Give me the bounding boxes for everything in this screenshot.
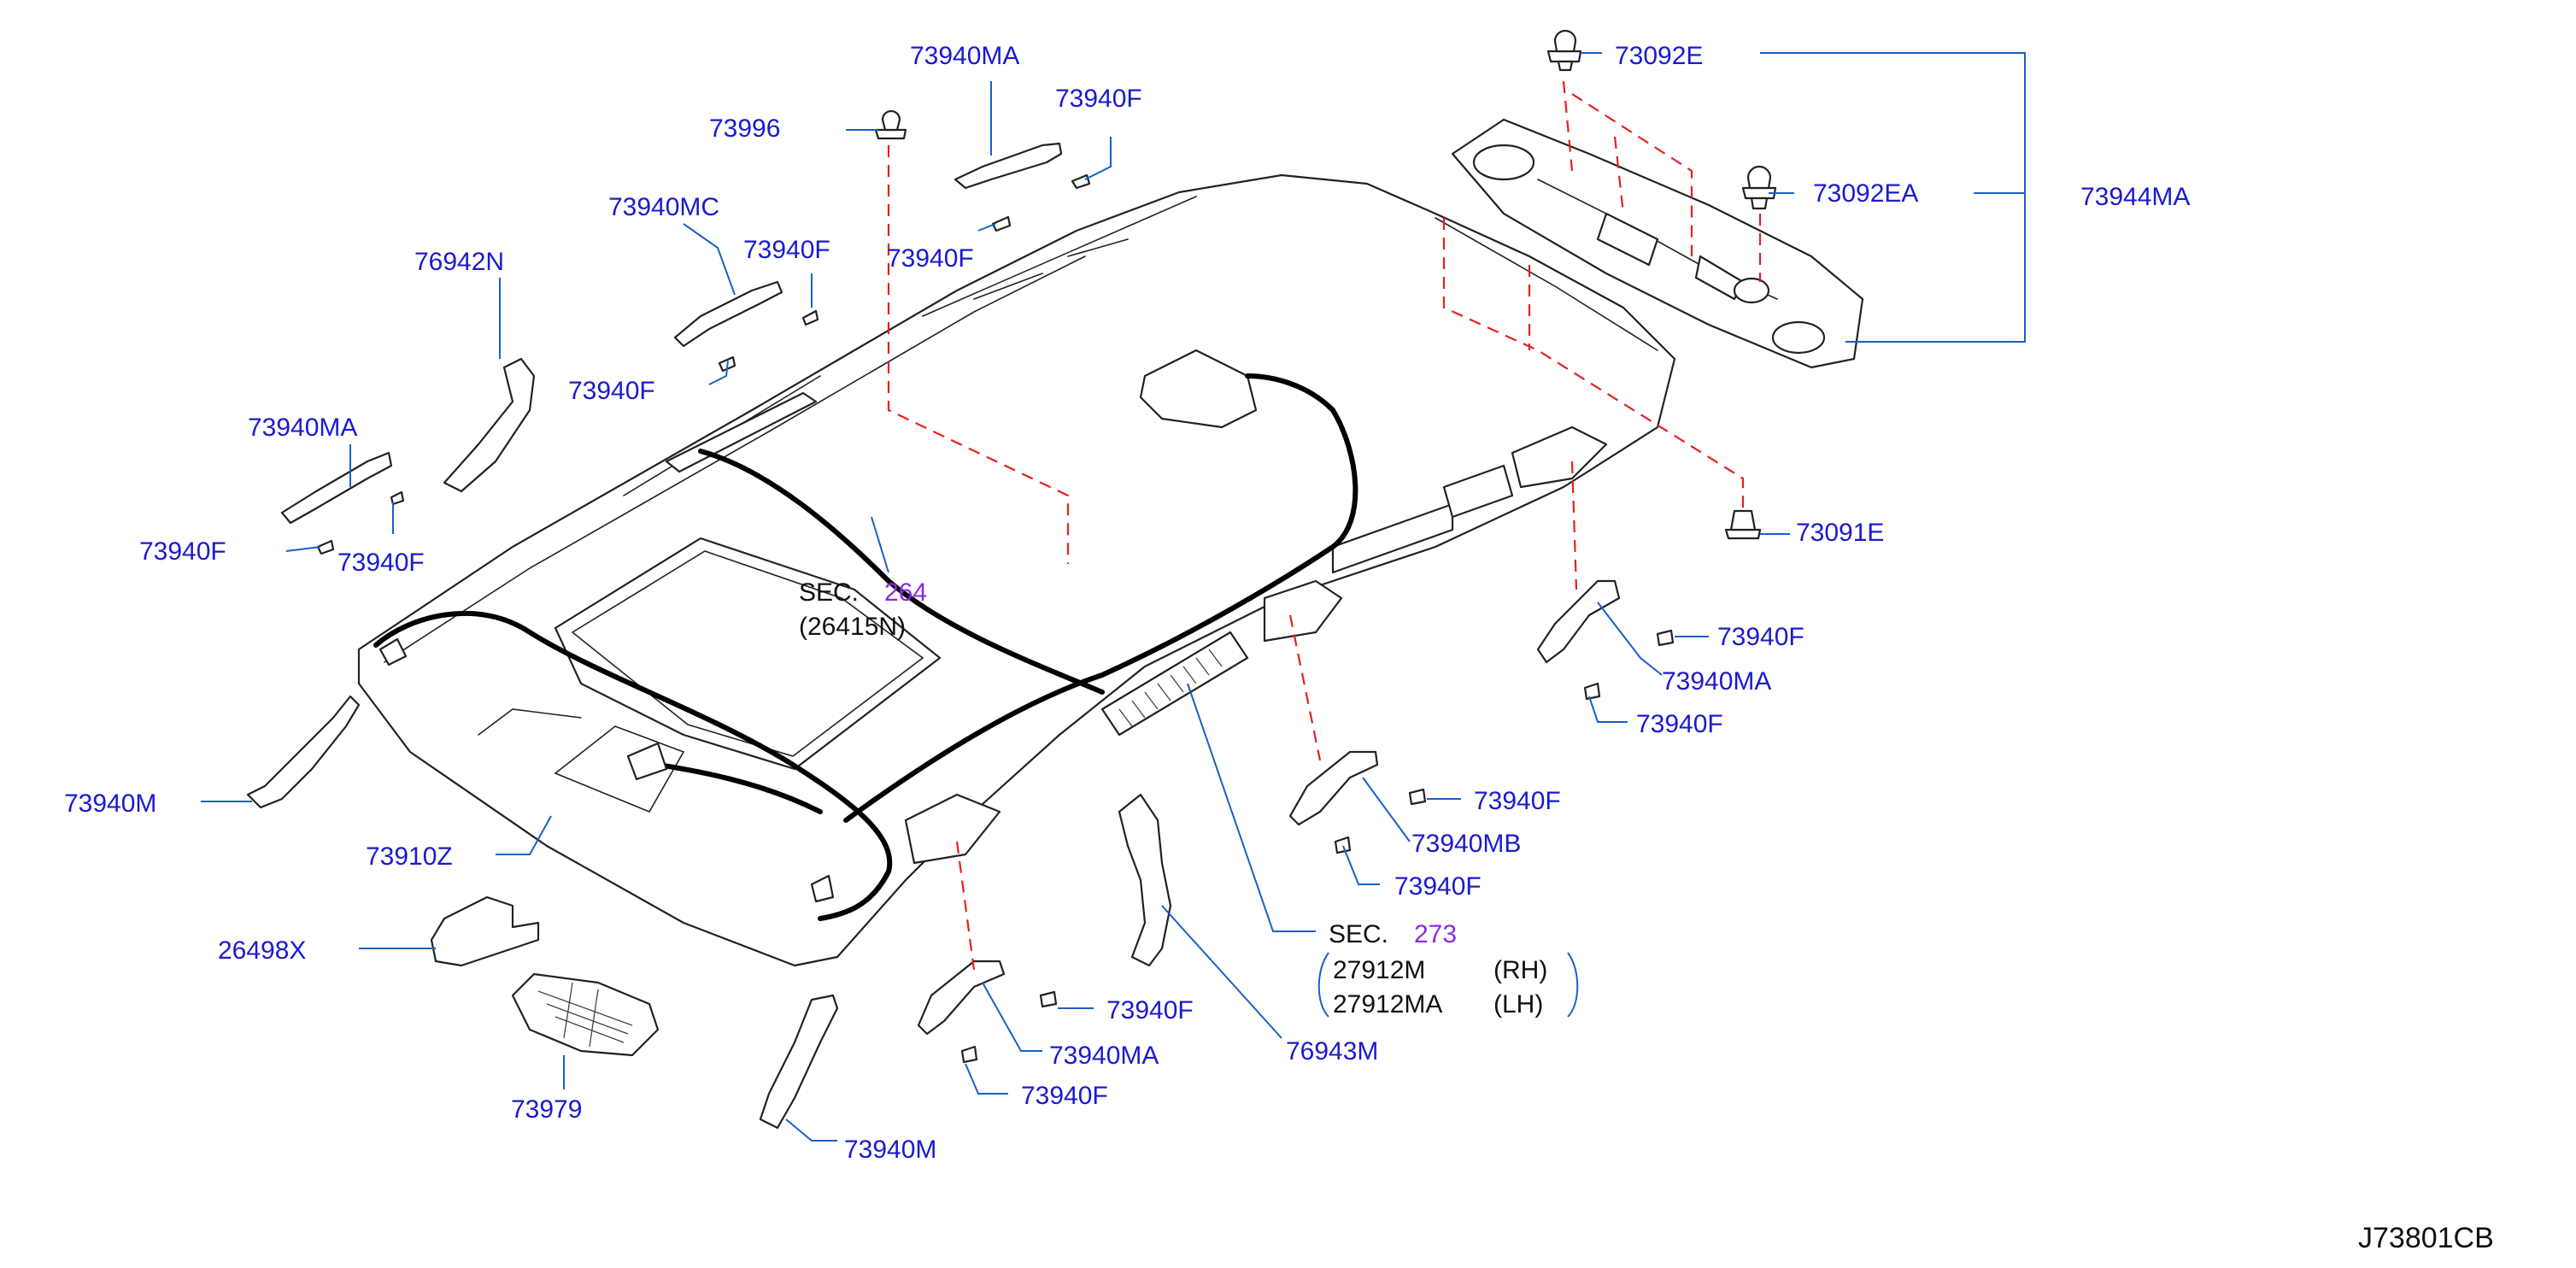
leader-lines xyxy=(201,52,2026,1142)
clip-73091E xyxy=(1724,509,1762,540)
clip-73092E xyxy=(1546,29,1582,72)
label-73996: 73996 xyxy=(709,114,780,143)
label-73940MB: 73940MB xyxy=(1411,830,1521,858)
clip-73940F-b1 xyxy=(1039,990,1058,1008)
label-73940F-5: 73940F xyxy=(139,537,226,566)
label-sec273-prefix: SEC. xyxy=(1329,920,1388,948)
label-73092E: 73092E xyxy=(1615,42,1703,70)
clip-73940F-1 xyxy=(1071,173,1091,190)
label-sec264-number: 264 xyxy=(884,578,927,607)
label-73979: 73979 xyxy=(511,1095,582,1124)
diagram-id: J73801CB xyxy=(2358,1222,2494,1254)
label-73940M-left: 73940M xyxy=(64,790,156,818)
label-73092EA: 73092EA xyxy=(1813,179,1918,208)
clip-73940F-3 xyxy=(801,309,819,326)
label-sec273-rh-part: 27912M xyxy=(1333,956,1425,984)
clip-73996 xyxy=(874,109,907,140)
label-sec273-number: 273 xyxy=(1414,920,1457,948)
label-73940F-2: 73940F xyxy=(887,244,974,273)
label-73940MA-top: 73940MA xyxy=(910,42,1019,70)
pillar-trim-76943M xyxy=(1118,793,1172,967)
clip-73940F-2 xyxy=(991,215,1012,232)
label-73940F-r3: 73940F xyxy=(1474,787,1561,815)
label-sec264-prefix: SEC. xyxy=(799,578,859,607)
vent-grille xyxy=(1118,649,1223,727)
label-73940F-3: 73940F xyxy=(743,236,830,264)
clip-73940F-5 xyxy=(316,539,335,555)
label-73940F-r4: 73940F xyxy=(1394,872,1482,901)
label-26498X: 26498X xyxy=(218,936,306,965)
label-73940MC: 73940MC xyxy=(608,193,719,221)
label-sec273-lh: (LH) xyxy=(1493,990,1543,1019)
label-sec273-rh: (RH) xyxy=(1493,956,1547,984)
label-73910Z: 73910Z xyxy=(366,842,453,871)
label-76943M: 76943M xyxy=(1286,1037,1378,1065)
label-73940MA-left: 73940MA xyxy=(248,414,357,442)
label-73940F-b1: 73940F xyxy=(1106,996,1194,1024)
assist-grip-73940MA-right xyxy=(1536,579,1621,664)
clip-73940F-r2 xyxy=(1583,682,1601,701)
part-labels: 73940MA 73940F 73996 73940F 73940MC 7394… xyxy=(64,42,2494,1254)
label-73940F-r2: 73940F xyxy=(1636,710,1723,738)
label-73940MA-right: 73940MA xyxy=(1662,667,1771,696)
clip-73940F-6 xyxy=(390,490,405,506)
label-73940F-1: 73940F xyxy=(1055,85,1142,113)
assist-grip-73940M-bottom xyxy=(759,994,839,1130)
label-76942N: 76942N xyxy=(414,248,504,276)
label-73940MA-bottom: 73940MA xyxy=(1049,1042,1159,1070)
clip-73940F-r4 xyxy=(1334,836,1352,854)
label-73091E: 73091E xyxy=(1796,519,1884,547)
label-73940F-4: 73940F xyxy=(568,377,655,405)
clip-73940F-r3 xyxy=(1408,788,1427,806)
alignment-lines xyxy=(887,80,1762,971)
assist-grip-73940M-left xyxy=(246,695,361,809)
label-73940F-b2: 73940F xyxy=(1021,1082,1108,1110)
assist-grip-73940MA-left xyxy=(280,451,393,525)
wire-harness xyxy=(373,373,1358,921)
bracket-26498X xyxy=(430,895,540,967)
label-73940M-bottom: 73940M xyxy=(844,1136,936,1164)
label-73940F-6: 73940F xyxy=(337,549,425,577)
rear-header-panel-73944MA xyxy=(1451,118,1864,369)
pillar-trim-76942N xyxy=(443,357,536,493)
label-73940F-r1: 73940F xyxy=(1717,623,1804,651)
assist-grip-73940MC xyxy=(673,280,783,348)
label-73944MA: 73944MA xyxy=(2080,183,2190,211)
console-73979 xyxy=(511,972,660,1057)
label-sec264-part: (26415N) xyxy=(799,613,906,641)
assist-grip-73940MA-bottom xyxy=(917,960,1006,1036)
label-sec273-lh-part: 27912MA xyxy=(1333,990,1442,1019)
assist-grip-73940MB xyxy=(1288,750,1379,826)
clip-73940F-b2 xyxy=(960,1045,978,1064)
clip-73092EA xyxy=(1741,165,1777,210)
assist-grip-73940MA-top xyxy=(954,142,1063,190)
clip-73940F-r1 xyxy=(1656,629,1675,647)
